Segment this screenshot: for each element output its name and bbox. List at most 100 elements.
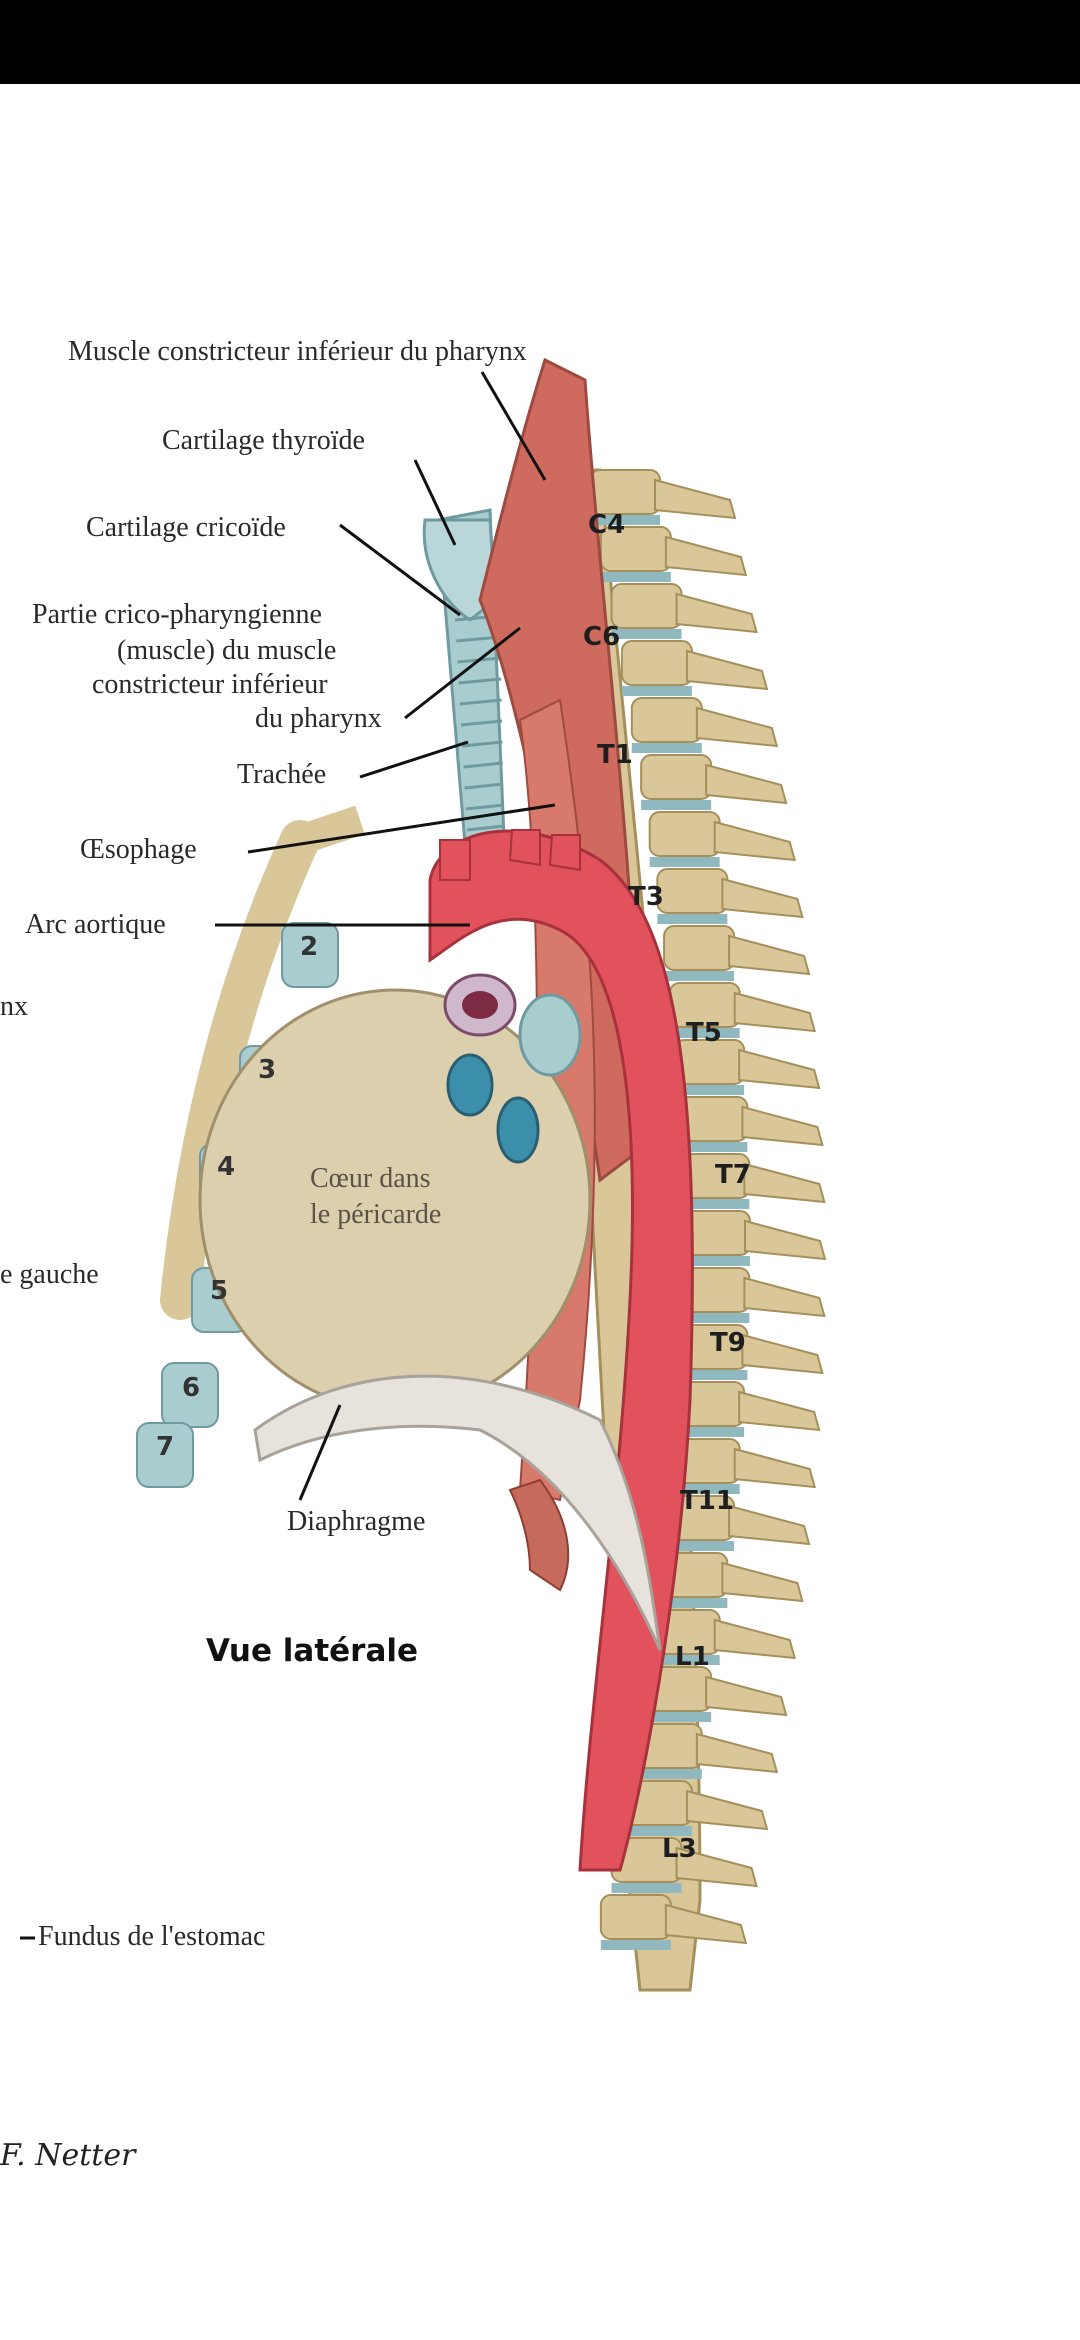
spinous-process bbox=[685, 1789, 769, 1831]
label-cricopharyngienne-line2: (muscle) du muscle bbox=[117, 635, 337, 666]
spinous-process bbox=[713, 820, 797, 862]
spinous-process bbox=[685, 649, 769, 691]
intervertebral-disc bbox=[674, 1427, 745, 1437]
intervertebral-disc bbox=[631, 743, 702, 753]
intervertebral-disc bbox=[669, 1028, 740, 1038]
label-fundus: Fundus de l'estomac bbox=[38, 1921, 266, 1952]
vertebra-body bbox=[640, 754, 713, 800]
vertebra-label-c6: C6 bbox=[583, 622, 621, 652]
spinous-process bbox=[705, 1675, 788, 1717]
intervertebral-disc bbox=[590, 515, 660, 525]
intervertebral-disc bbox=[664, 971, 735, 981]
spinous-process bbox=[664, 535, 748, 577]
rib-label-7: 7 bbox=[156, 1432, 175, 1462]
label-muscle-constricteur: Muscle constricteur inférieur du pharynx bbox=[68, 336, 527, 367]
spinous-process bbox=[713, 1618, 797, 1660]
label-arc-aortique: Arc aortique bbox=[25, 909, 166, 940]
label-cut-gauche: e gauche bbox=[0, 1259, 99, 1290]
intervertebral-disc bbox=[611, 1883, 682, 1893]
intervertebral-disc bbox=[621, 686, 692, 696]
rib-label-3: 3 bbox=[258, 1055, 277, 1085]
spinous-process bbox=[741, 1333, 824, 1375]
intervertebral-disc bbox=[611, 629, 682, 639]
intervertebral-disc bbox=[649, 857, 720, 867]
spinous-process bbox=[675, 592, 758, 634]
label-cut-nx: nx bbox=[0, 991, 28, 1022]
label-coeur-line2: le péricarde bbox=[310, 1199, 442, 1230]
label-cricopharyngienne-line4: du pharynx bbox=[255, 703, 382, 734]
spinous-process bbox=[695, 706, 779, 748]
vertebra-label-t11: T11 bbox=[680, 1486, 734, 1516]
vertebra-label-c4: C4 bbox=[588, 510, 626, 540]
trachea-ring bbox=[460, 719, 503, 727]
intervertebral-disc bbox=[600, 1940, 671, 1950]
rib-label-6: 6 bbox=[182, 1373, 201, 1403]
rib-label-5: 5 bbox=[210, 1276, 229, 1306]
label-diaphragme: Diaphragme bbox=[287, 1506, 426, 1537]
vertebra-body bbox=[599, 1894, 672, 1940]
ribs bbox=[160, 805, 365, 1320]
spinous-process bbox=[738, 1390, 821, 1432]
spinous-process bbox=[705, 763, 788, 805]
label-cricopharyngienne-line3: constricteur inférieur bbox=[92, 669, 328, 700]
spinous-process bbox=[721, 877, 804, 919]
spinous-process bbox=[741, 1105, 824, 1147]
spinous-process bbox=[675, 1846, 758, 1888]
vessels bbox=[443, 973, 582, 1164]
intervertebral-disc bbox=[669, 1484, 740, 1494]
label-cartilage-cricoide: Cartilage cricoïde bbox=[86, 512, 286, 543]
intervertebral-disc bbox=[641, 800, 712, 810]
vertebra-label-t1: T1 bbox=[597, 740, 633, 770]
label-cricopharyngienne-line1: Partie crico-pharyngienne bbox=[32, 599, 322, 630]
vertebra-body bbox=[663, 925, 736, 971]
intervertebral-disc bbox=[641, 1712, 712, 1722]
intervertebral-disc bbox=[679, 1199, 750, 1209]
spinous-process bbox=[744, 1219, 827, 1261]
label-oesophage: Œsophage bbox=[80, 834, 197, 865]
spinous-process bbox=[664, 1903, 748, 1945]
label-coeur-line1: Cœur dans bbox=[310, 1163, 431, 1194]
leader-lines bbox=[20, 371, 556, 1940]
vertebra-body bbox=[620, 640, 693, 686]
vertebra-body bbox=[610, 583, 683, 629]
top-bar bbox=[0, 0, 1080, 84]
spinous-process bbox=[721, 1561, 804, 1603]
spinous-process bbox=[695, 1732, 779, 1774]
intervertebral-disc bbox=[674, 1085, 745, 1095]
rib-label-2: 2 bbox=[300, 932, 319, 962]
intervertebral-disc bbox=[649, 1655, 720, 1665]
vertebra-body bbox=[648, 811, 721, 857]
intervertebral-disc bbox=[600, 572, 671, 582]
trachea-ring bbox=[458, 677, 502, 685]
spinous-process bbox=[733, 1447, 817, 1489]
trachea-ring bbox=[464, 782, 504, 790]
vertebra-body bbox=[589, 469, 661, 515]
intervertebral-disc bbox=[677, 1370, 748, 1380]
signature: F. Netter bbox=[0, 2138, 136, 2173]
rib-cartilage bbox=[281, 922, 339, 988]
intervertebral-disc bbox=[679, 1313, 750, 1323]
vertebrae bbox=[589, 469, 827, 1950]
spinous-process bbox=[733, 991, 817, 1033]
spinous-process bbox=[743, 1162, 826, 1204]
intervertebral-disc bbox=[657, 1598, 728, 1608]
vertebra-label-t3: T3 bbox=[628, 882, 664, 912]
intervertebral-disc bbox=[664, 1541, 735, 1551]
spinous-process bbox=[728, 1504, 811, 1546]
trachea-ring bbox=[466, 824, 505, 832]
spinous-process bbox=[728, 934, 811, 976]
rib-label-4: 4 bbox=[217, 1152, 236, 1182]
label-cartilage-thyroide: Cartilage thyroïde bbox=[162, 425, 365, 456]
vertebra-label-t7: T7 bbox=[715, 1160, 751, 1190]
trachea-ring bbox=[459, 698, 502, 706]
spinous-process bbox=[743, 1276, 826, 1318]
spinous-process bbox=[654, 478, 737, 520]
intervertebral-disc bbox=[657, 914, 728, 924]
vertebra-body bbox=[630, 697, 703, 743]
vertebra-body bbox=[656, 868, 729, 914]
intervertebral-disc bbox=[680, 1256, 750, 1266]
vertebra-label-l3: L3 bbox=[662, 1834, 697, 1864]
trachea-ring bbox=[462, 740, 503, 748]
